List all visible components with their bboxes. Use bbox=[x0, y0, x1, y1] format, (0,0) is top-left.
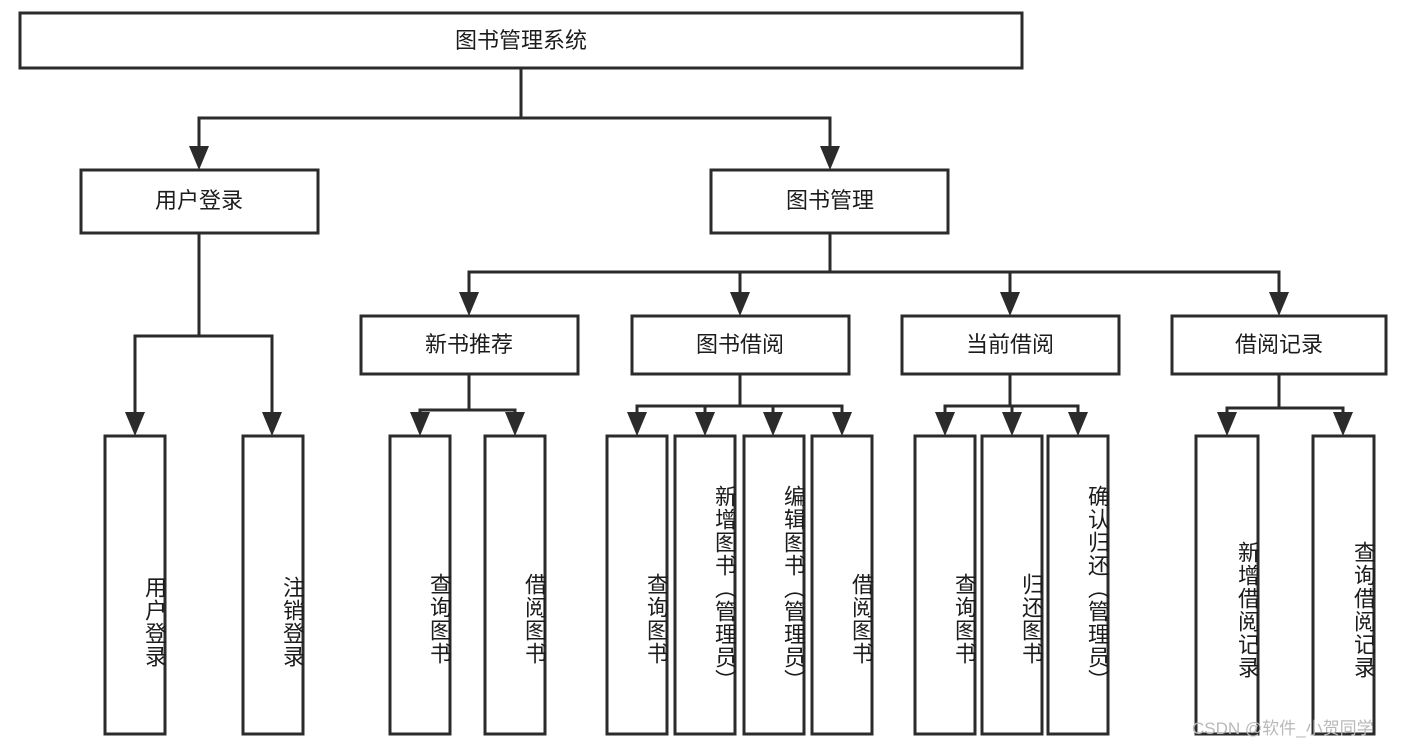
arrow-head-icon bbox=[730, 292, 750, 316]
arrow-head-icon bbox=[1333, 412, 1353, 436]
edge-group-new-book-rec-to-leaves bbox=[410, 372, 525, 436]
leaf-box-query-book-2[interactable] bbox=[605, 434, 669, 736]
node-book-borrow-box[interactable] bbox=[630, 314, 851, 376]
edge-group-book-borrow-to-leaves bbox=[627, 372, 852, 436]
arrow-head-icon bbox=[1217, 412, 1237, 436]
arrow-head-icon bbox=[1068, 412, 1088, 436]
arrow-head-icon bbox=[627, 412, 647, 436]
arrow-head-icon bbox=[763, 412, 783, 436]
node-current-borrow-label: 当前借阅 bbox=[966, 332, 1054, 357]
leaf-box-confirm-return[interactable] bbox=[1046, 434, 1110, 736]
leaf-boxes bbox=[103, 434, 1376, 736]
leaf-box-add-book[interactable] bbox=[673, 434, 737, 736]
arrow-head-icon bbox=[832, 412, 852, 436]
arrow-head-icon bbox=[262, 412, 282, 436]
edge-group-user-login-to-leaves bbox=[125, 231, 282, 436]
arrow-head-icon bbox=[505, 412, 525, 436]
node-borrow-record-label: 借阅记录 bbox=[1235, 332, 1323, 357]
node-borrow-record-box[interactable] bbox=[1170, 314, 1388, 376]
edge-group-current-borrow-to-leaves bbox=[935, 372, 1088, 436]
node-user-login[interactable]: 用户登录 bbox=[79, 168, 320, 235]
arrow-head-icon bbox=[820, 146, 840, 170]
leaf-box-query-record[interactable] bbox=[1311, 434, 1376, 736]
node-book-borrow[interactable]: 图书借阅 bbox=[630, 314, 851, 376]
node-root[interactable]: 图书管理系统 bbox=[18, 11, 1024, 70]
node-new-book-recommend-label: 新书推荐 bbox=[425, 332, 513, 357]
arrow-head-icon bbox=[410, 412, 430, 436]
node-current-borrow[interactable]: 当前借阅 bbox=[900, 314, 1121, 376]
leaf-box-edit-book[interactable] bbox=[742, 434, 806, 736]
leaf-box-add-record[interactable] bbox=[1194, 434, 1260, 736]
leaf-box-query-book-1[interactable] bbox=[388, 434, 452, 736]
leaf-box-return-book[interactable] bbox=[980, 434, 1044, 736]
edge-group-borrow-record-to-leaves bbox=[1217, 372, 1353, 436]
arrow-head-icon bbox=[1002, 412, 1022, 436]
edge-group-root-to-level1 bbox=[189, 66, 840, 170]
arrow-head-icon bbox=[459, 292, 479, 316]
node-root-label: 图书管理系统 bbox=[455, 28, 587, 53]
arrow-head-icon bbox=[695, 412, 715, 436]
leaf-box-logout[interactable] bbox=[241, 434, 305, 736]
leaf-box-borrow-book-1[interactable] bbox=[483, 434, 547, 736]
leaf-box-query-book-3[interactable] bbox=[913, 434, 977, 736]
leaf-box-borrow-book-2[interactable] bbox=[810, 434, 874, 736]
node-new-book-recommend[interactable]: 新书推荐 bbox=[359, 314, 580, 376]
node-book-management[interactable]: 图书管理 bbox=[709, 168, 950, 235]
node-user-login-label: 用户登录 bbox=[155, 188, 243, 213]
node-book-management-box[interactable] bbox=[709, 168, 950, 235]
node-book-borrow-label: 图书借阅 bbox=[696, 332, 784, 357]
node-current-borrow-box[interactable] bbox=[900, 314, 1121, 376]
watermark: CSDN @软件_小贺同学 bbox=[1192, 719, 1374, 738]
arrow-head-icon bbox=[125, 412, 145, 436]
arrow-head-icon bbox=[1269, 292, 1289, 316]
node-book-management-label: 图书管理 bbox=[786, 188, 874, 213]
node-borrow-record[interactable]: 借阅记录 bbox=[1170, 314, 1388, 376]
node-user-login-box[interactable] bbox=[79, 168, 320, 235]
arrow-head-icon bbox=[935, 412, 955, 436]
leaf-box-user-login[interactable] bbox=[103, 434, 167, 736]
arrow-head-icon bbox=[189, 146, 209, 170]
node-root-box[interactable] bbox=[18, 11, 1024, 70]
edge-group-book-mgmt-to-level2 bbox=[459, 231, 1289, 316]
arrow-head-icon bbox=[1000, 292, 1020, 316]
node-new-book-recommend-box[interactable] bbox=[359, 314, 580, 376]
